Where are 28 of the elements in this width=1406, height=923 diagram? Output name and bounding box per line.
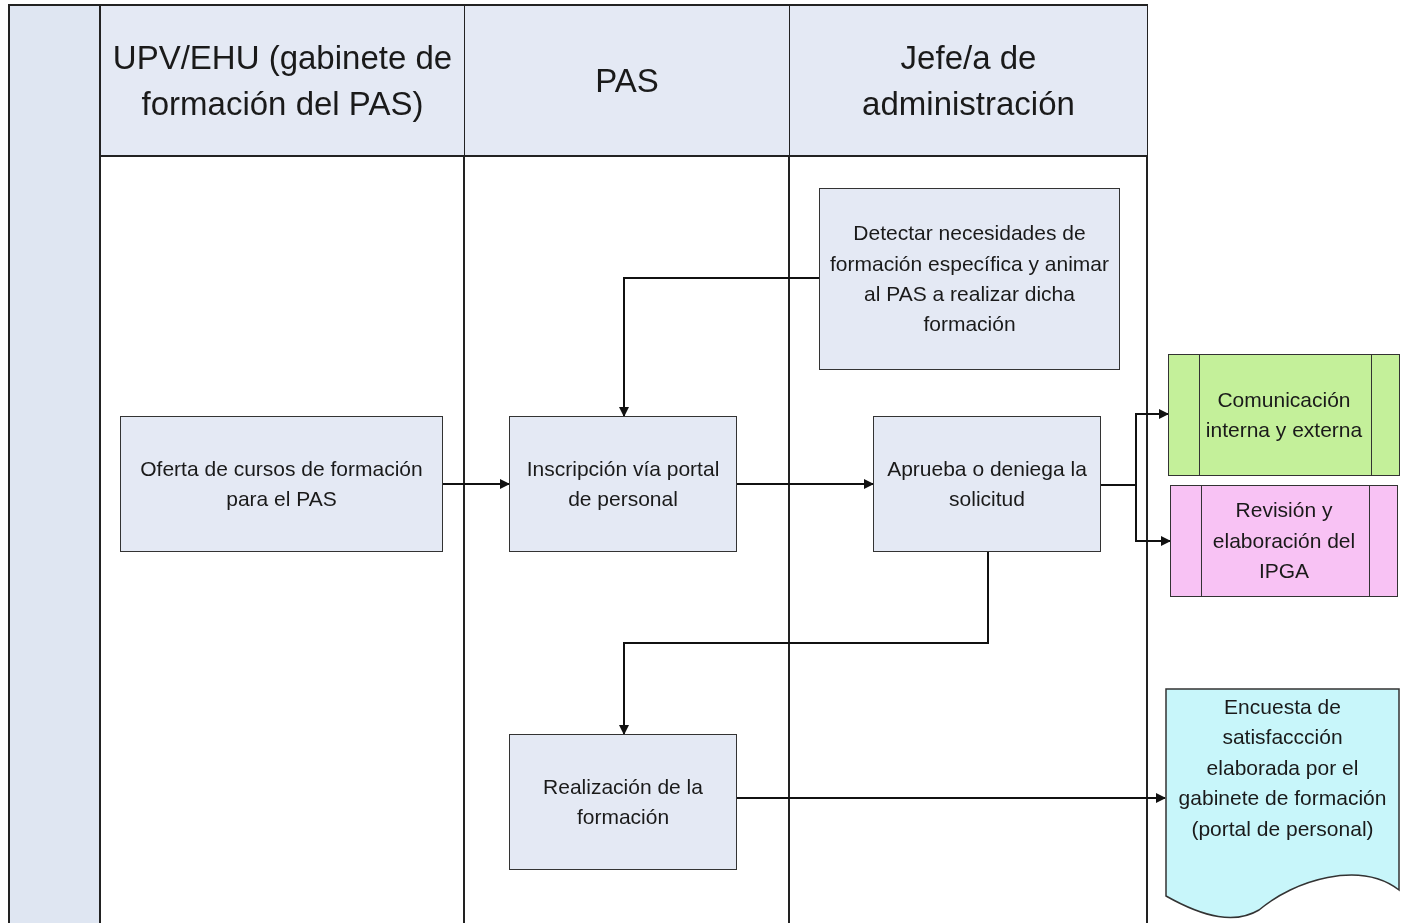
node-label: Inscripción vía portal de personal — [525, 455, 721, 512]
arrow — [442, 479, 510, 489]
lane-header — [465, 6, 789, 157]
arrow — [736, 479, 874, 489]
arrow — [1100, 484, 1171, 546]
node-label: Aprueba o deniega la solicitud — [886, 455, 1088, 512]
lane-title: UPV/EHU (gabinete de formación del PAS) — [111, 37, 454, 124]
predefined-process-box — [1170, 485, 1398, 597]
node-label: Revisión y elaboración del IPGA — [1211, 497, 1357, 585]
lane-title: PAS — [595, 60, 659, 101]
process-box — [509, 416, 737, 552]
arrow — [619, 551, 989, 735]
node-label: Realización de la formación — [542, 773, 704, 830]
node-label: Encuesta de satisfaccción elaborada por el gabinete de formación (portal de personal) — [1177, 694, 1388, 842]
lane-header — [101, 6, 464, 157]
process-box — [509, 734, 737, 870]
node-label: Comunicación interna y externa — [1204, 386, 1364, 443]
arrow — [619, 277, 820, 417]
document-shape — [1165, 688, 1400, 920]
node-label: Detectar necesidades de formación específica y animar al PAS a realizar dicha formación — [829, 220, 1110, 338]
process-box — [819, 188, 1120, 370]
node-label: Oferta de cursos de formación para el PAS — [139, 455, 424, 512]
process-box — [873, 416, 1101, 552]
process-box — [120, 416, 443, 552]
predefined-process-box — [1168, 354, 1400, 476]
lane-header — [790, 6, 1147, 157]
arrow — [736, 793, 1166, 803]
lane-title: Jefe/a de administración — [861, 37, 1076, 124]
